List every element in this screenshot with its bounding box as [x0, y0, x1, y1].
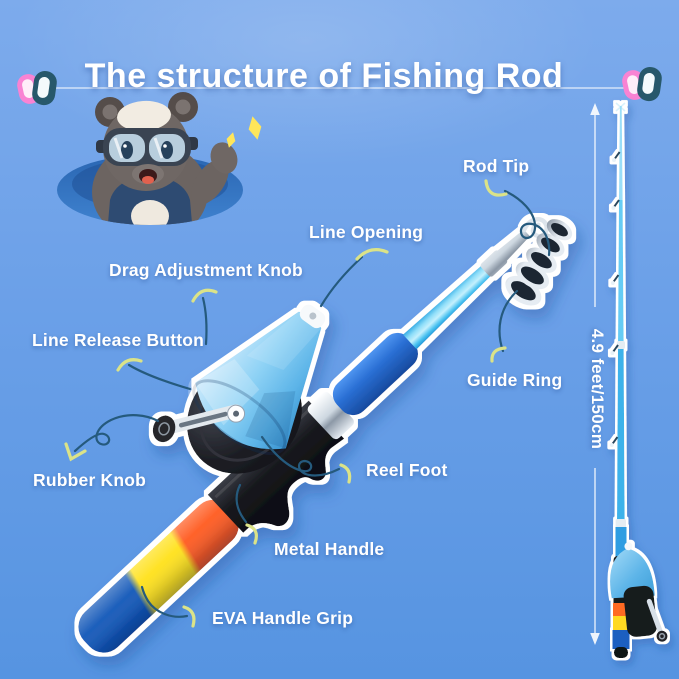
label-drag-adjustment-knob: Drag Adjustment Knob	[109, 260, 303, 280]
collapsed-rod-reel	[610, 542, 668, 642]
leader-rod-tip	[503, 189, 551, 257]
label-line-release-button: Line Release Button	[32, 330, 205, 350]
label-guide-ring: Guide Ring	[467, 370, 563, 390]
label-eva-handle-grip: EVA Handle Grip	[212, 608, 354, 628]
label-rod-tip: Rod Tip	[463, 156, 530, 176]
leader-metal-handle	[235, 483, 248, 524]
sparkles-icon	[226, 116, 262, 148]
main-fishing-rod	[78, 217, 573, 653]
guide-rings	[505, 219, 573, 306]
label-reel-foot: Reel Foot	[366, 460, 448, 480]
leader-guide-ring	[498, 289, 519, 353]
goggles-icon	[96, 128, 198, 166]
rubber-knob	[152, 415, 176, 443]
foregrip	[332, 332, 419, 416]
tip-section	[496, 229, 530, 262]
leader-drag-knob	[201, 296, 208, 346]
leader-rubber-knob	[73, 414, 160, 453]
bead-ornament-left	[17, 71, 57, 106]
label-rubber-knob: Rubber Knob	[33, 470, 147, 490]
ferrule	[480, 250, 508, 277]
leader-eva-grip	[140, 585, 189, 618]
collapsed-rod-guides	[609, 151, 621, 447]
bear-mascot	[57, 92, 262, 225]
metal-collar	[307, 392, 354, 440]
leader-lines	[64, 179, 551, 628]
bear-tongue	[142, 176, 154, 184]
spincast-reel	[152, 304, 326, 474]
collapsed-rod	[609, 102, 668, 658]
rod-blank	[402, 265, 492, 350]
rod-length-label: 4.9 feet/150cm	[588, 328, 607, 450]
bear-paw	[210, 142, 238, 174]
label-line-opening: Line Opening	[309, 222, 424, 242]
measurement-arrow	[590, 103, 600, 645]
bead-ornament-right	[622, 67, 662, 102]
leader-line-release	[127, 363, 192, 391]
crank-handle	[152, 404, 246, 443]
label-metal-handle: Metal Handle	[274, 539, 385, 559]
page-title: The structure of Fishing Rod	[84, 56, 564, 95]
leader-reel-foot	[260, 435, 341, 477]
leader-line-opening	[319, 255, 364, 308]
eva-handle-grip	[78, 499, 239, 653]
